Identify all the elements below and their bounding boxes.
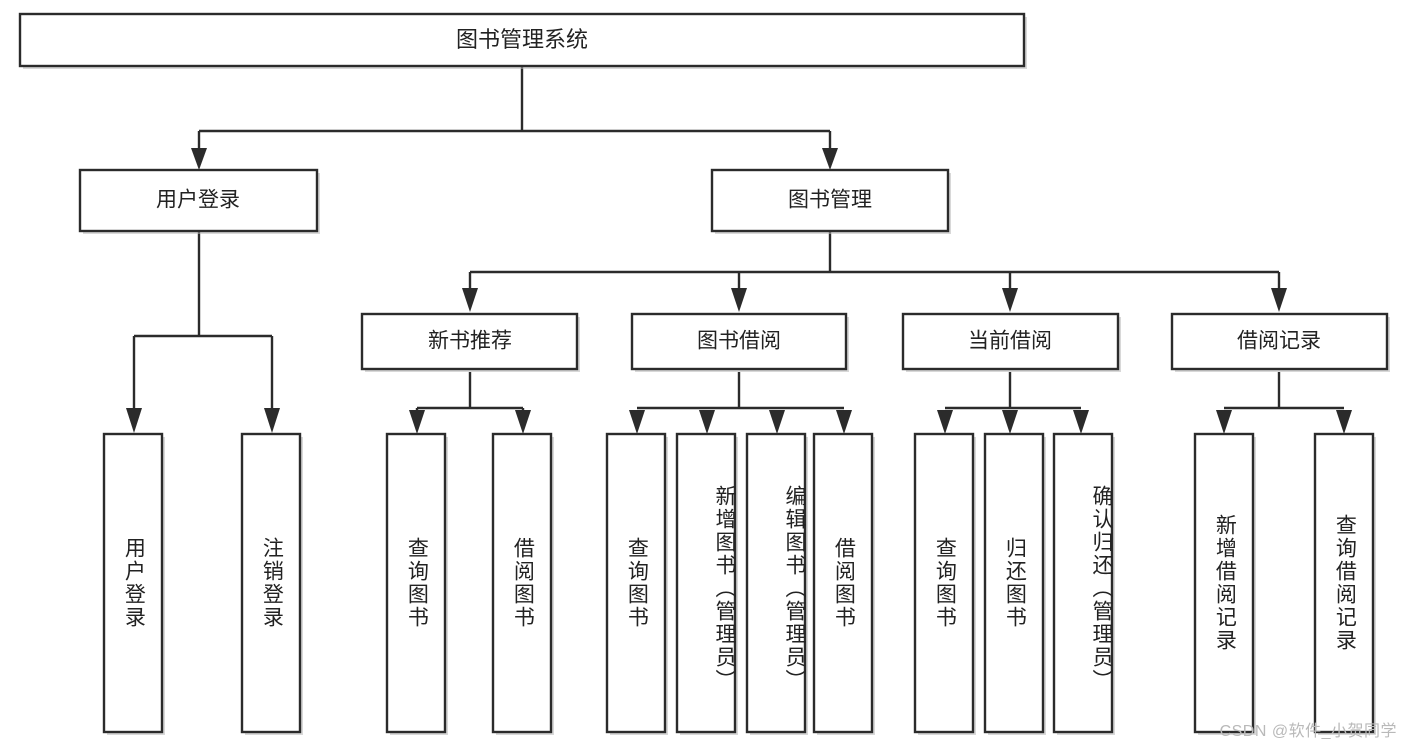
leaf-user-logout-box[interactable]	[240, 432, 302, 734]
node-book-manage-label: 图书管理	[788, 189, 872, 212]
connector-group-book-manage	[462, 232, 1287, 312]
leaf-query-book-1-box[interactable]	[385, 432, 447, 734]
arrow-bb-leaf-3-icon	[769, 410, 785, 434]
leaf-confirm-return-box[interactable]	[1052, 432, 1114, 734]
leaf-return-book-box[interactable]	[983, 432, 1045, 734]
node-book-manage[interactable]: 图书管理	[710, 168, 951, 234]
connector-group-user-login	[126, 232, 280, 433]
leaf-add-record-box[interactable]	[1193, 432, 1255, 734]
node-borrow-record[interactable]: 借阅记录	[1170, 312, 1390, 372]
arrow-nb-leaf-1-icon	[409, 410, 425, 434]
leaf-boxes-new-book-recommend	[385, 432, 554, 735]
node-new-book-recommend[interactable]: 新书推荐	[360, 312, 580, 372]
leaf-query-book-2-box[interactable]	[605, 432, 667, 734]
arrow-br-leaf-2-icon	[1336, 410, 1352, 434]
node-new-book-recommend-label: 新书推荐	[428, 330, 512, 353]
node-book-manage-box[interactable]	[710, 168, 950, 233]
leaf-user-login-box[interactable]	[102, 432, 164, 734]
node-borrow-record-label: 借阅记录	[1237, 330, 1321, 353]
arrow-nb-leaf-2-icon	[515, 410, 531, 434]
arrow-bm-to-current-borrow-icon	[1002, 288, 1018, 312]
leaf-edit-book-box[interactable]	[745, 432, 807, 734]
node-book-borrow[interactable]: 图书借阅	[630, 312, 849, 372]
leaf-boxes-user-login	[102, 432, 303, 735]
connector-group-current-borrow	[937, 372, 1089, 434]
arrow-bm-to-borrow-record-icon	[1271, 288, 1287, 312]
node-new-book-recommend-box[interactable]	[360, 312, 579, 371]
arrow-bb-leaf-4-icon	[836, 410, 852, 434]
arrow-bb-leaf-1-icon	[629, 410, 645, 434]
arrow-ul-leaf-1-icon	[126, 408, 142, 433]
connector-group-book-borrow	[629, 372, 852, 434]
leaf-borrow-book-2-box[interactable]	[812, 432, 874, 734]
node-root-label: 图书管理系统	[456, 27, 588, 52]
arrow-root-to-user-login-icon	[191, 148, 207, 170]
node-book-borrow-label: 图书借阅	[697, 330, 781, 353]
leaf-add-book-box[interactable]	[675, 432, 737, 734]
leaf-boxes-current-borrow	[913, 432, 1115, 735]
leaf-query-book-3-box[interactable]	[913, 432, 975, 734]
leaf-boxes-book-borrow	[605, 432, 875, 735]
arrow-cb-leaf-1-icon	[937, 410, 953, 434]
leaf-query-record-box[interactable]	[1313, 432, 1375, 734]
node-current-borrow-box[interactable]	[901, 312, 1120, 371]
node-current-borrow[interactable]: 当前借阅	[901, 312, 1121, 372]
node-borrow-record-box[interactable]	[1170, 312, 1389, 371]
watermark-text: CSDN @软件_小贺同学	[1219, 723, 1397, 740]
arrow-bb-leaf-2-icon	[699, 410, 715, 434]
arrow-cb-leaf-2-icon	[1002, 410, 1018, 434]
node-user-login[interactable]: 用户登录	[78, 168, 320, 234]
arrow-ul-leaf-2-icon	[264, 408, 280, 433]
arrow-bm-to-new-book-icon	[462, 288, 478, 312]
arrow-root-to-book-manage-icon	[822, 148, 838, 170]
node-root[interactable]: 图书管理系统	[18, 12, 1027, 69]
node-current-borrow-label: 当前借阅	[968, 330, 1052, 353]
node-root-box[interactable]	[18, 12, 1026, 68]
connector-group-root	[191, 66, 838, 170]
node-user-login-box[interactable]	[78, 168, 319, 233]
arrow-bm-to-book-borrow-icon	[731, 288, 747, 312]
leaf-boxes-borrow-record	[1193, 432, 1376, 735]
arrow-cb-leaf-3-icon	[1073, 410, 1089, 434]
connector-group-borrow-record	[1216, 372, 1352, 434]
node-user-login-label: 用户登录	[156, 189, 240, 212]
leaf-borrow-book-1-box[interactable]	[491, 432, 553, 734]
arrow-br-leaf-1-icon	[1216, 410, 1232, 434]
connector-group-new-book	[409, 372, 531, 434]
node-book-borrow-box[interactable]	[630, 312, 848, 371]
